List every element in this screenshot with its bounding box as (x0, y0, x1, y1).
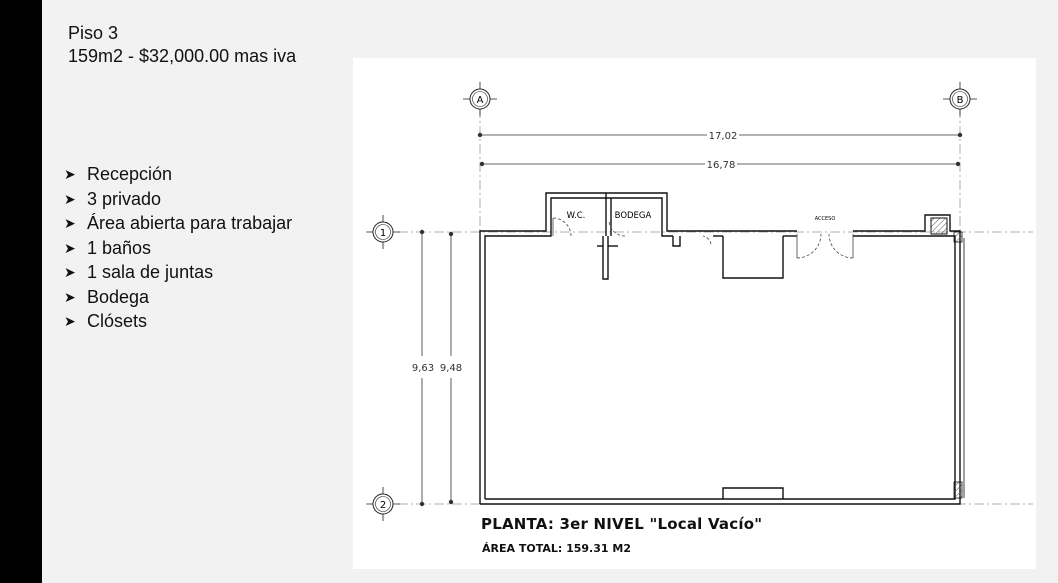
list-item: ➤Clósets (64, 309, 292, 334)
left-black-bar (0, 0, 42, 583)
column-hatch (930, 217, 948, 235)
dimension-outer-height: 9,63 (412, 229, 434, 507)
list-item: ➤Área abierta para trabajar (64, 211, 292, 236)
arrow-bullet-icon: ➤ (64, 190, 76, 207)
exterior-walls (479, 192, 965, 505)
floor-label: Piso 3 (68, 23, 119, 43)
dim-label-outer-width: 17,02 (709, 131, 738, 142)
list-item: ➤Bodega (64, 285, 292, 310)
list-item: ➤1 baños (64, 236, 292, 261)
grid-label-2: 2 (380, 500, 386, 511)
list-item: ➤Recepción (64, 162, 292, 187)
arrow-bullet-icon: ➤ (64, 166, 76, 182)
features-list: ➤Recepción ➤3 privado ➤Área abierta para… (64, 162, 292, 334)
grid-bubble-1: 1 (366, 215, 400, 249)
arrow-bullet-icon: ➤ (64, 313, 76, 329)
column-hatch (953, 481, 963, 499)
size-price-label: 159m2 - $32,000.00 mas iva (68, 46, 297, 66)
door-swings (552, 217, 854, 259)
grid-bubble-a: A (463, 82, 497, 116)
dim-label-inner-height: 9,48 (440, 363, 462, 374)
plan-title: PLANTA: 3er NIVEL "Local Vacío" (481, 515, 763, 533)
plan-total-area: ÁREA TOTAL: 159.31 M2 (482, 542, 631, 555)
dimension-inner-height: 9,48 (440, 231, 462, 505)
arrow-bullet-icon: ➤ (64, 215, 76, 231)
dim-label-outer-height: 9,63 (412, 363, 434, 374)
list-item: ➤1 sala de juntas (64, 260, 292, 285)
grid-label-b: B (957, 95, 964, 106)
listing-header: Piso 3 159m2 - $32,000.00 mas iva (68, 22, 296, 68)
column-hatch (953, 231, 963, 243)
room-label-bodega: BODEGA (615, 211, 652, 221)
room-label-wc: W.C. (567, 211, 586, 221)
grid-label-a: A (477, 95, 484, 106)
access-label: ACCESO (815, 216, 836, 222)
floor-plan-drawing: A B 1 2 17,02 (366, 82, 1033, 521)
grid-bubble-b: B (943, 82, 977, 116)
list-item: ➤3 privado (64, 187, 292, 212)
arrow-bullet-icon: ➤ (64, 288, 76, 305)
arrow-bullet-icon: ➤ (64, 239, 76, 256)
arrow-bullet-icon: ➤ (64, 264, 76, 280)
interior-walls (597, 193, 797, 499)
dimension-outer-width: 17,02 (477, 131, 963, 142)
dim-label-inner-width: 16,78 (707, 160, 736, 171)
floor-plan: A B 1 2 17,02 (353, 58, 1036, 569)
grid-label-1: 1 (380, 228, 386, 239)
dimension-inner-width: 16,78 (479, 160, 961, 171)
grid-bubble-2: 2 (366, 487, 400, 521)
